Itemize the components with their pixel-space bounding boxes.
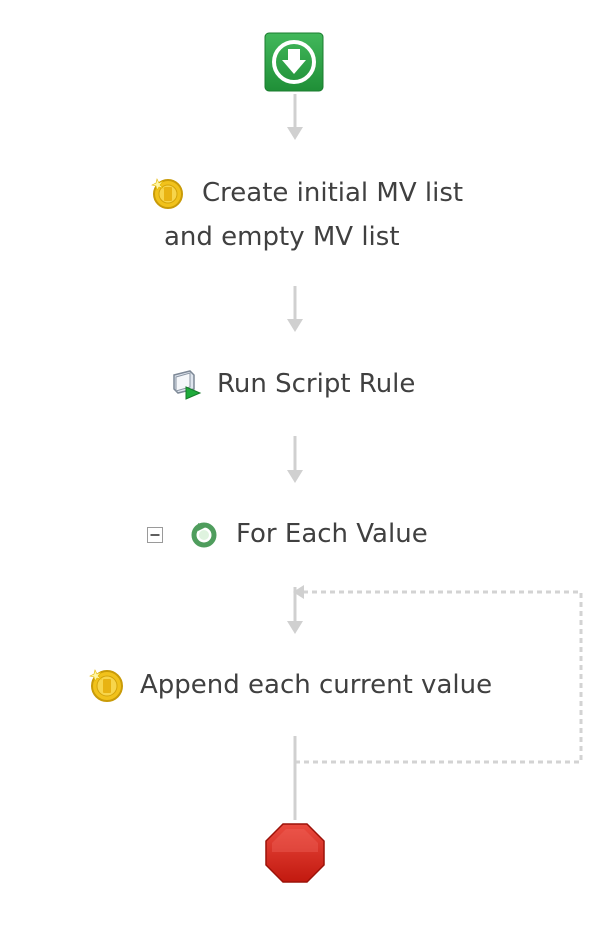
- script-run-icon: [170, 367, 204, 401]
- collapse-toggle[interactable]: [147, 527, 163, 543]
- loop-refresh-icon: [188, 519, 220, 551]
- start-node[interactable]: [264, 32, 324, 92]
- append-value-coin-icon: [88, 667, 124, 703]
- collapse-minus-icon: [147, 527, 163, 543]
- start-download-icon: [264, 32, 324, 92]
- create-lists-coin-icon: [150, 176, 184, 210]
- loop-back-connector: [293, 585, 583, 764]
- create-lists-label-line1[interactable]: Create initial MV list: [202, 178, 464, 208]
- create-lists-label-line2[interactable]: and empty MV list: [164, 222, 400, 252]
- connector-script-to-foreach: [287, 436, 303, 483]
- append-value-label[interactable]: Append each current value: [140, 670, 493, 700]
- connector-start-to-create: [287, 94, 303, 140]
- connector-create-to-script: [287, 286, 303, 332]
- stop-octagon-icon: [265, 823, 325, 883]
- for-each-label[interactable]: For Each Value: [236, 519, 428, 549]
- end-node[interactable]: [264, 822, 326, 884]
- run-script-label[interactable]: Run Script Rule: [217, 369, 416, 399]
